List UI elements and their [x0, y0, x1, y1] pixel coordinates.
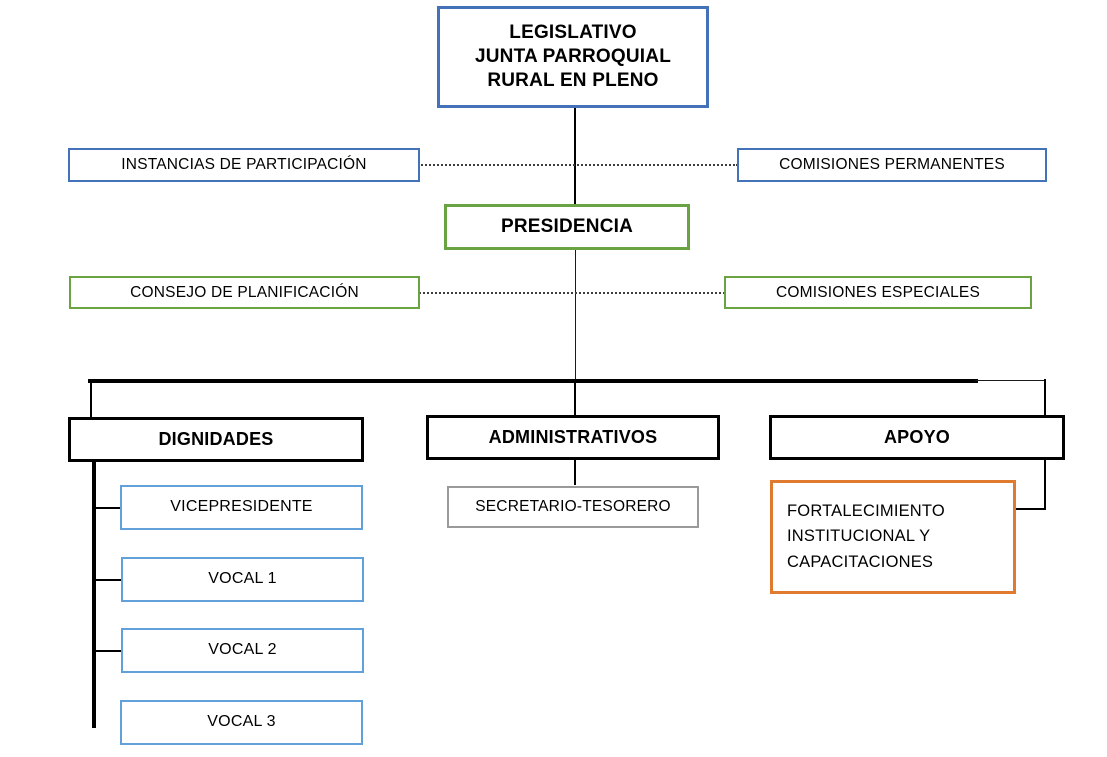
- node-consejo-planificacion[interactable]: CONSEJO DE PLANIFICACIÓN: [69, 276, 420, 309]
- node-legislativo-line3: RURAL EN PLENO: [487, 70, 659, 92]
- node-vicepresidente[interactable]: VICEPRESIDENTE: [120, 485, 363, 530]
- connector-legislativo-presidencia: [574, 108, 576, 204]
- node-vicepresidente-label: VICEPRESIDENTE: [170, 498, 313, 516]
- node-legislativo-line2: JUNTA PARROQUIAL: [474, 45, 671, 67]
- node-vocal-3[interactable]: VOCAL 3: [120, 700, 363, 745]
- node-comisiones-especiales[interactable]: COMISIONES ESPECIALES: [724, 276, 1032, 309]
- node-fortalecimiento-line2: INSTITUCIONAL Y: [787, 527, 931, 546]
- connector-trunk-to-dignidades: [90, 379, 92, 418]
- connector-main-trunk-bar-right: [975, 380, 1046, 381]
- node-fortalecimiento-line3: CAPACITACIONES: [787, 552, 934, 571]
- connector-main-trunk-bar: [88, 379, 978, 383]
- node-vocal-3-label: VOCAL 3: [207, 713, 276, 731]
- node-apoyo-label: APOYO: [883, 426, 950, 447]
- connector-stub-vicepresidente: [92, 507, 122, 509]
- node-consejo-planificacion-label: CONSEJO DE PLANIFICACIÓN: [130, 283, 359, 301]
- node-vocal-1[interactable]: VOCAL 1: [121, 557, 364, 602]
- node-fortalecimiento-label: FORTALECIMIENTO INSTITUCIONAL Y CAPACITA…: [773, 499, 1013, 576]
- node-fortalecimiento-institucional[interactable]: FORTALECIMIENTO INSTITUCIONAL Y CAPACITA…: [770, 480, 1016, 594]
- connector-trunk-to-apoyo: [1044, 379, 1046, 415]
- node-vocal-1-label: VOCAL 1: [208, 570, 277, 588]
- node-secretario-tesorero[interactable]: SECRETARIO-TESORERO: [447, 486, 699, 528]
- node-instancias-participacion-label: INSTANCIAS DE PARTICIPACIÓN: [121, 156, 367, 174]
- connector-stub-vocal-2: [92, 650, 122, 652]
- node-comisiones-permanentes[interactable]: COMISIONES PERMANENTES: [737, 148, 1047, 182]
- node-legislativo-line1: LEGISLATIVO: [509, 21, 637, 43]
- connector-dotted-planificacion: [419, 292, 725, 294]
- connector-dotted-participacion: [418, 164, 738, 166]
- node-administrativos[interactable]: ADMINISTRATIVOS: [426, 415, 720, 460]
- node-dignidades[interactable]: DIGNIDADES: [68, 417, 364, 462]
- node-legislativo[interactable]: LEGISLATIVO JUNTA PARROQUIAL RURAL EN PL…: [437, 6, 709, 108]
- node-presidencia[interactable]: PRESIDENCIA: [444, 204, 690, 250]
- node-fortalecimiento-line1: FORTALECIMIENTO: [787, 501, 945, 520]
- node-secretario-tesorero-label: SECRETARIO-TESORERO: [475, 498, 671, 516]
- connector-dignidades-spine: [92, 462, 96, 728]
- node-vocal-2[interactable]: VOCAL 2: [121, 628, 364, 673]
- node-legislativo-label: LEGISLATIVO JUNTA PARROQUIAL RURAL EN PL…: [440, 21, 706, 94]
- node-dignidades-label: DIGNIDADES: [158, 428, 274, 449]
- node-apoyo[interactable]: APOYO: [769, 415, 1065, 460]
- connector-trunk-to-administrativos: [574, 379, 576, 415]
- connector-presidencia-trunk: [575, 250, 576, 382]
- connector-administrativos-secretario: [574, 460, 576, 485]
- node-presidencia-label: PRESIDENCIA: [500, 215, 634, 237]
- node-vocal-2-label: VOCAL 2: [208, 641, 277, 659]
- node-comisiones-especiales-label: COMISIONES ESPECIALES: [775, 283, 981, 301]
- node-comisiones-permanentes-label: COMISIONES PERMANENTES: [779, 156, 1005, 174]
- node-administrativos-label: ADMINISTRATIVOS: [488, 426, 658, 447]
- connector-apoyo-elbow: [1014, 508, 1046, 510]
- connector-apoyo-drop: [1044, 460, 1046, 510]
- node-instancias-participacion[interactable]: INSTANCIAS DE PARTICIPACIÓN: [68, 148, 420, 182]
- connector-stub-vocal-1: [92, 579, 122, 581]
